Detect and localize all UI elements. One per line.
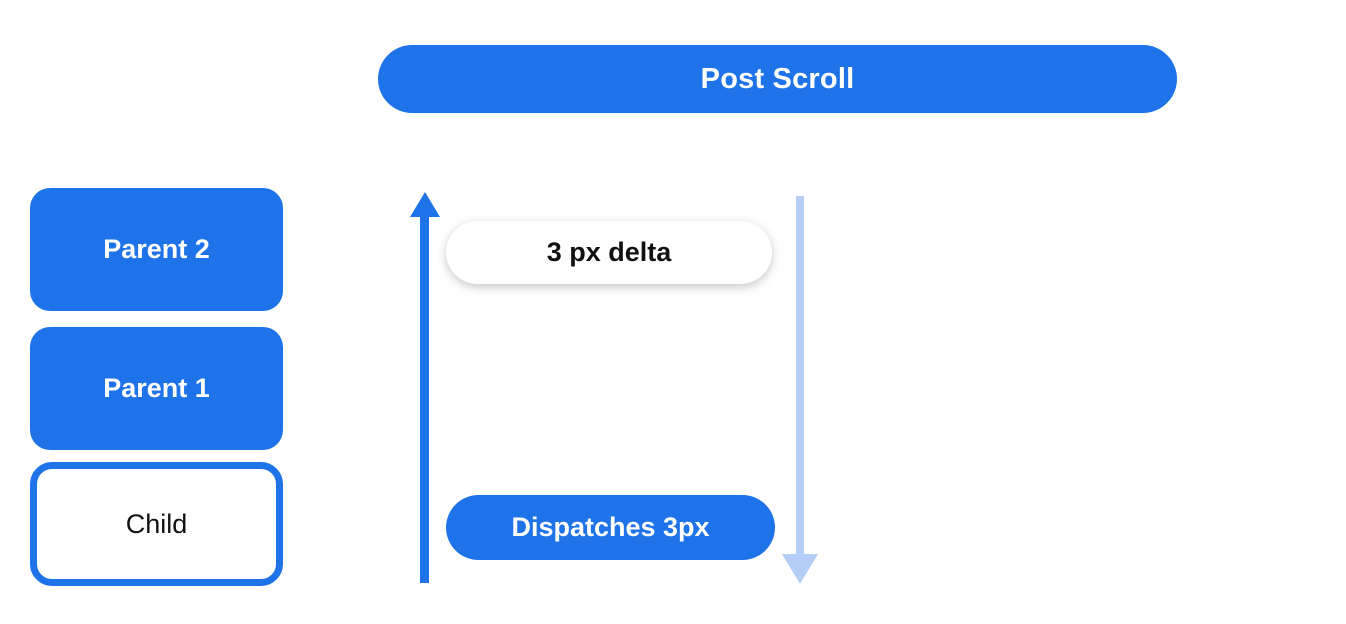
scroll-down-arrow-shaft [796, 196, 804, 556]
scroll-up-arrow-icon [410, 192, 440, 217]
scroll-down-arrow-icon [782, 554, 818, 584]
child-box: Child [30, 462, 283, 586]
parent1-label: Parent 1 [103, 373, 210, 403]
delta-annotation-label: 3 px delta [546, 237, 672, 267]
delta-annotation-pill: 3 px delta [446, 221, 772, 284]
parent1-box: Parent 1 [30, 327, 283, 450]
parent2-box: Parent 2 [30, 188, 283, 311]
parent2-label: Parent 2 [103, 234, 210, 264]
post-scroll-banner-label: Post Scroll [700, 62, 855, 95]
post-scroll-banner: Post Scroll [378, 45, 1177, 113]
child-label: Child [125, 508, 188, 539]
dispatch-annotation-label: Dispatches 3px [511, 512, 710, 542]
scroll-up-arrow-shaft [420, 212, 429, 583]
dispatch-annotation-pill: Dispatches 3px [446, 495, 775, 560]
